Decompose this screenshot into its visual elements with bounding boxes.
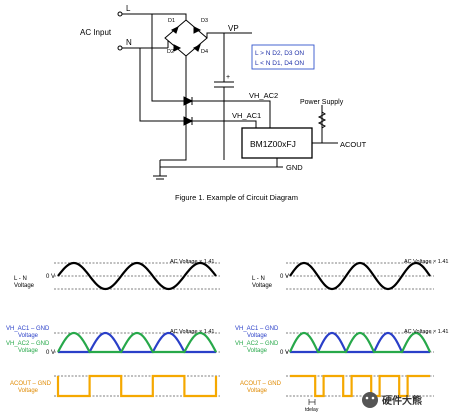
right-acout-waveform — [290, 374, 430, 398]
vh-ac1-label: VH_AC1 — [232, 111, 261, 120]
left-peak-label-2: AC Voltage × 1.41 — [170, 329, 215, 335]
power-supply-label: Power Supply — [300, 99, 344, 106]
right-zero-label-2: 0 V — [280, 350, 289, 356]
line-label: L — [126, 4, 131, 13]
watermark-text: 硬件大熊 — [382, 394, 422, 407]
d3-label: D3 — [201, 18, 208, 24]
diode-d3-symbol — [193, 26, 202, 34]
left-vh-ac1-waveform — [58, 331, 216, 354]
wire-bridge-gnd — [160, 56, 187, 161]
right-ln-label-2: Voltage — [252, 283, 273, 289]
left-ln-label-2: Voltage — [14, 283, 35, 289]
left-vhac1-volt: Voltage — [18, 333, 39, 339]
wire-l — [122, 13, 187, 20]
wire-vh-ac2 — [192, 100, 271, 128]
right-vhac2-label: VH_AC2 – GND — [235, 341, 279, 347]
right-vhac1-volt: Voltage — [247, 333, 268, 339]
left-vhac2-volt: Voltage — [18, 348, 39, 354]
waveform-panels — [54, 261, 434, 398]
acout-label: ACOUT — [340, 140, 367, 149]
diode-d4-symbol — [193, 44, 201, 52]
wire-vh-ac2-source — [151, 14, 184, 102]
right-vh-ac2-waveform — [289, 331, 431, 354]
watermark: 硬件大熊 — [362, 392, 422, 408]
left-acout-volt: Voltage — [18, 388, 39, 394]
diode-d1-symbol — [171, 26, 179, 34]
terminal-n — [117, 45, 123, 51]
ac-input-label: AC Input — [80, 28, 112, 37]
right-ln-waveform — [289, 261, 431, 291]
diode-vh-ac1 — [183, 116, 194, 126]
vh-ac2-label: VH_AC2 — [249, 91, 278, 100]
vp-label: VP — [228, 24, 239, 33]
diode-d2-symbol — [173, 44, 182, 52]
wire-vh-ac1-source — [139, 48, 184, 122]
right-ln-label-1: L - N — [252, 276, 265, 282]
left-zero-label: 0 V — [46, 274, 55, 280]
left-zero-label-2: 0 V — [46, 350, 55, 356]
left-peak-label-1: AC Voltage × 1.41 — [170, 259, 215, 265]
tdelay-marker — [308, 399, 316, 405]
left-ln-label-1: L - N — [14, 276, 27, 282]
wire-vp — [206, 32, 252, 38]
ic-label: BM1Z00xFJ — [250, 139, 296, 149]
figure-caption: Figure 1. Example of Circuit Diagram — [175, 193, 298, 202]
terminal-l — [117, 11, 123, 17]
right-peak-label-1: AC Voltage × 1.41 — [404, 259, 449, 265]
tdelay-label: tdelay — [305, 407, 319, 413]
right-vh-ac1-waveform — [290, 331, 430, 354]
right-acout-volt: Voltage — [247, 388, 268, 394]
left-vhac1-label: VH_AC1 – GND — [6, 326, 50, 332]
right-acout-label: ACOUT – GND — [240, 381, 282, 387]
gnd-label: GND — [286, 163, 303, 172]
note-line-2: L < N D1, D4 ON — [255, 60, 304, 67]
wechat-logo-icon — [362, 392, 378, 408]
cap-plus-label: + — [226, 74, 230, 81]
d2-label: D2 — [167, 49, 174, 55]
left-acout-waveform — [56, 374, 218, 398]
left-vhac2-label: VH_AC2 – GND — [6, 341, 50, 347]
pullup-resistor — [317, 111, 327, 129]
wire-vh-ac1 — [192, 120, 257, 128]
note-box — [251, 44, 315, 70]
left-acout-label: ACOUT – GND — [10, 381, 52, 387]
left-ln-waveform — [57, 261, 217, 291]
neutral-label: N — [126, 38, 132, 47]
diode-vh-ac2 — [183, 96, 194, 106]
note-line-1: L > N D2, D3 ON — [255, 50, 304, 57]
right-zero-label: 0 V — [280, 274, 289, 280]
right-vhac1-label: VH_AC1 – GND — [235, 326, 279, 332]
right-vhac2-volt: Voltage — [247, 348, 268, 354]
left-vh-ac2-waveform — [57, 331, 217, 354]
right-peak-label-2: AC Voltage × 1.41 — [404, 329, 449, 335]
d1-label: D1 — [168, 18, 175, 24]
d4-label: D4 — [201, 49, 208, 55]
circuit-diagram — [117, 11, 338, 180]
